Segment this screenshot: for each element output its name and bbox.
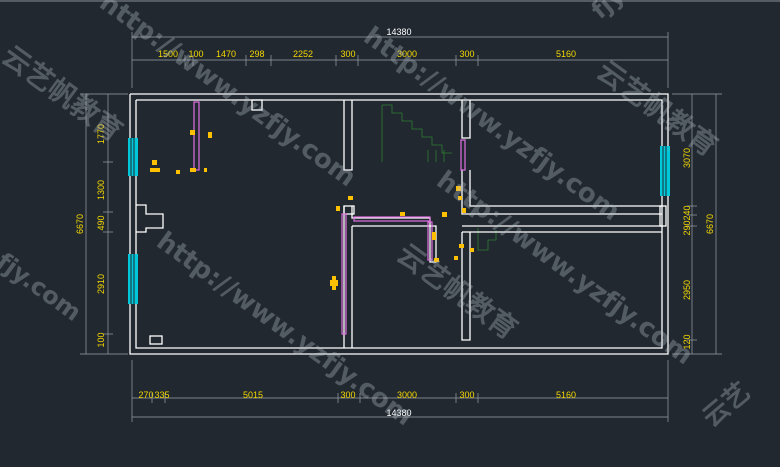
bottom-segment-dimensions: 270 335 5015 300 3000 300 5160 — [138, 390, 576, 400]
right-dim-1: 3070 — [682, 148, 692, 168]
watermark-brand-2: 云艺帆教育 — [591, 54, 724, 163]
top-dim-6: 300 — [340, 49, 355, 59]
watermark-url-5: fjy.com — [586, 0, 678, 25]
bottom-dim-5: 3000 — [397, 390, 417, 400]
left-dim-2: 1300 — [96, 180, 106, 200]
watermark-url-4: http://www.yzfjy.com — [431, 165, 698, 371]
outer-wall-inner-line — [135, 99, 663, 349]
top-dim-7: 3000 — [397, 49, 417, 59]
watermark-brand-1: 云艺帆教育 — [0, 39, 129, 148]
window-right — [660, 146, 670, 196]
right-dim-5: 120 — [682, 334, 692, 349]
bottom-dim-1: 270 — [138, 390, 153, 400]
doors — [193, 101, 466, 335]
watermark-brand-4: 云艺 — [697, 377, 756, 433]
electrical-fixtures — [150, 130, 474, 290]
left-dim-5: 100 — [96, 332, 106, 347]
left-dim-1: 1770 — [96, 124, 106, 144]
staircase — [381, 104, 497, 251]
door-5 — [460, 139, 466, 171]
bottom-dimension-lines — [131, 360, 669, 422]
window-left-lower — [128, 254, 138, 304]
top-dim-8: 300 — [459, 49, 474, 59]
bottom-dim-2: 335 — [154, 390, 169, 400]
door-2 — [341, 213, 347, 335]
top-dimension-lines — [131, 32, 669, 88]
left-dim-4: 2910 — [96, 274, 106, 294]
top-dim-3: 1470 — [216, 49, 236, 59]
right-dim-3: 290 — [682, 220, 692, 235]
bottom-total-dimension: 14380 — [386, 408, 411, 418]
bottom-dim-6: 300 — [459, 390, 474, 400]
door-1 — [193, 101, 200, 171]
bottom-dim-7: 5160 — [556, 390, 576, 400]
right-total-dimension: 6670 — [705, 214, 715, 234]
bottom-dim-3: 5015 — [243, 390, 263, 400]
top-total-dimension: 14380 — [386, 27, 411, 37]
right-segment-dimensions: 3070 240 290 2950 120 — [682, 148, 692, 350]
left-segment-dimensions: 1770 1300 490 2910 100 — [96, 124, 106, 348]
windows — [128, 138, 670, 304]
left-dimension-lines — [80, 93, 128, 355]
top-segment-dimensions: 1500 100 1470 298 2252 300 3000 300 5160 — [158, 49, 576, 59]
left-dim-3: 490 — [96, 215, 106, 230]
bottom-dim-4: 300 — [340, 390, 355, 400]
top-dim-5: 2252 — [293, 49, 313, 59]
left-total-dimension: 6670 — [75, 214, 85, 234]
window-mullions — [130, 138, 667, 304]
door-4 — [427, 221, 433, 261]
right-dim-4: 2950 — [682, 280, 692, 300]
window-left-upper — [128, 138, 138, 176]
top-dim-1: 1500 — [158, 49, 178, 59]
top-dim-2: 100 — [188, 49, 203, 59]
watermark-url-3: http://www.yzfjy.com — [151, 226, 418, 432]
watermark-brand-3: 云艺帆教育 — [391, 237, 524, 346]
top-dim-9: 5160 — [556, 49, 576, 59]
right-dim-2: 240 — [682, 205, 692, 220]
top-dim-4: 298 — [249, 49, 264, 59]
watermark-url-6: fjy.com — [0, 247, 86, 327]
right-dimension-lines — [672, 93, 722, 355]
door-3 — [353, 216, 431, 222]
